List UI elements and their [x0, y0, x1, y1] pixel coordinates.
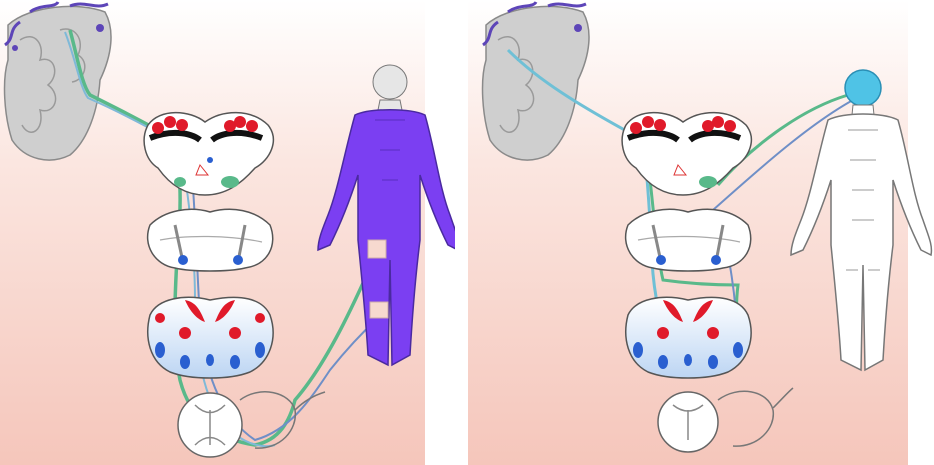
- pons-section: [626, 209, 751, 271]
- right-diagram: [468, 0, 934, 465]
- right-panel: [468, 0, 934, 465]
- pons-section: [148, 209, 273, 271]
- left-panel: [0, 0, 455, 465]
- medulla-section: [148, 297, 273, 378]
- medulla-section: [626, 297, 751, 378]
- left-diagram: [0, 0, 455, 465]
